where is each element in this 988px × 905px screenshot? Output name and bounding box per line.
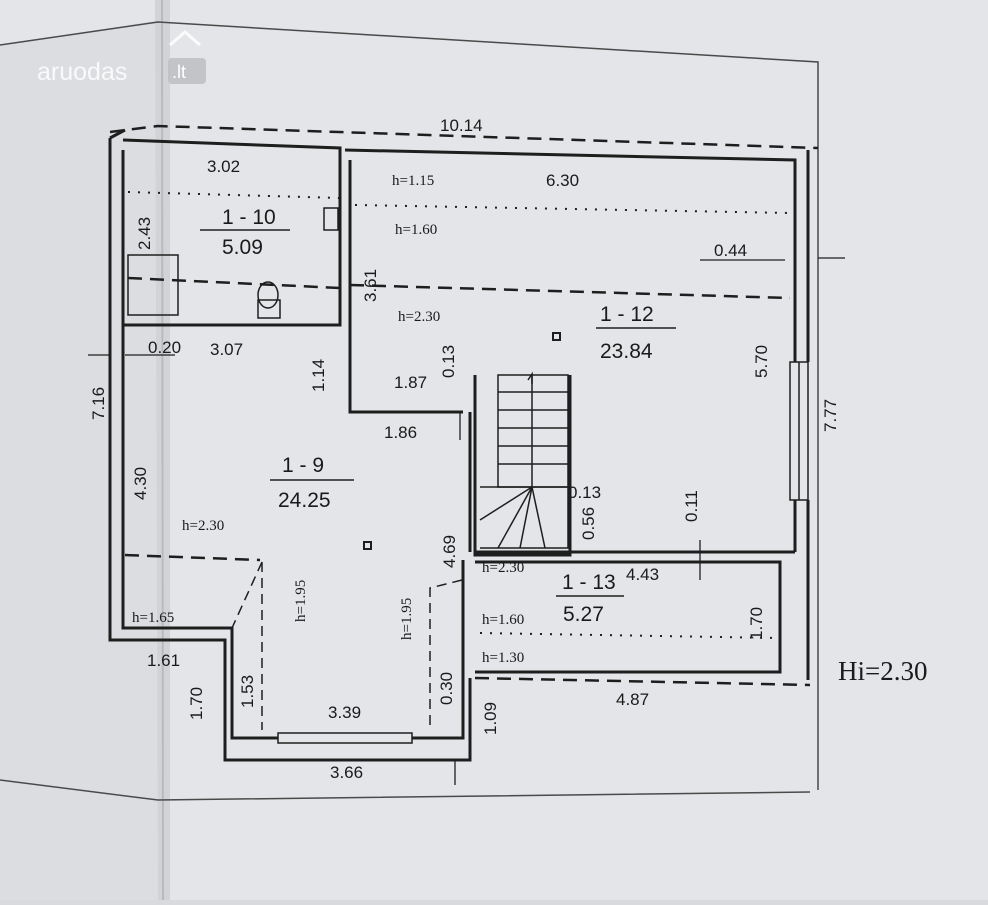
wall-outer-left [108,138,472,762]
dotted-room13-160 [479,632,781,639]
wall-room13 [475,560,782,674]
dim-030: 0.30 [437,672,456,705]
dim-153: 1.53 [238,675,257,708]
ceiling-height: Hi=2.30 [838,656,927,686]
wall-inner-left [121,150,465,740]
dashed-room12-230 [349,283,791,300]
fixtures [127,207,561,550]
toilet [257,281,279,309]
dim-307: 3.07 [210,340,243,359]
dim-013b: 0.13 [568,483,601,502]
dashed-top-outer [109,124,819,150]
windows [277,361,809,744]
height-160a: h=1.60 [395,222,437,238]
height-230c: h=2.30 [482,560,524,576]
dim-056: 0.56 [579,507,598,540]
height-230b: h=2.30 [182,518,224,534]
sink [323,207,339,231]
dim-630: 6.30 [546,171,579,190]
overall-height-right: 7.77 [821,399,840,432]
dim-339: 3.39 [328,703,361,722]
dotted-lines [127,191,791,639]
dashed-room9-165 [124,553,261,562]
watermark-brand: aruodas [37,58,127,86]
dashed-room10-230 [127,276,341,290]
wall-room10-top [122,138,342,327]
room-1-9-area: 24.25 [278,489,331,512]
dashed-lines [109,124,819,687]
shower [127,254,179,316]
room-1-10-area: 5.09 [222,236,263,259]
dim-170b: 1.70 [187,687,206,720]
height-230a: h=2.30 [398,309,440,325]
border-line-bottom [0,779,811,801]
wall-room12-top [344,148,797,362]
border-line-top [0,21,819,790]
room-1-12-id: 1 - 12 [600,303,654,326]
marker-room9 [363,541,372,550]
watermark-logo: aruodas .lt [37,30,206,86]
overall-height-left: 7.16 [89,387,108,420]
paper-left-panel [0,20,160,900]
dim-011: 0.11 [682,490,701,522]
dim-170a: 1.70 [747,607,766,640]
dim-570: 5.70 [752,345,771,378]
dashed-bottom [474,676,811,687]
marker-room12 [552,332,561,341]
fold-line [161,0,164,901]
wall-stair-left [473,375,572,557]
room-1-13-id: 1 - 13 [562,571,616,594]
dim-187: 1.87 [394,373,427,392]
overall-width: 10.14 [440,116,483,135]
room-1-10-id: 1 - 10 [222,206,276,229]
dim-044: 0.44 [714,241,747,260]
dim-469: 4.69 [440,535,459,568]
wall-room12-left [348,160,463,414]
dim-487: 4.87 [616,690,649,709]
walls [108,128,810,762]
height-195a: h=1.95 [293,580,309,622]
dim-243: 2.43 [135,217,154,250]
dim-114: 1.14 [309,359,328,392]
height-115: h=1.15 [392,173,434,189]
height-165: h=1.65 [132,610,174,626]
dim-366: 3.66 [330,763,363,782]
staircase [479,371,569,549]
height-160b: h=1.60 [482,612,524,628]
dim-302: 3.02 [207,157,240,176]
dim-109: 1.09 [481,702,500,735]
dim-186: 1.86 [384,423,417,442]
height-195b: h=1.95 [399,598,415,640]
dimension-arrows [88,257,845,785]
dim-430: 4.30 [131,467,150,500]
slope-lines [231,561,463,730]
height-130: h=1.30 [482,650,524,666]
watermark-tld: .lt [172,62,186,82]
room-1-12-area: 23.84 [600,340,653,363]
room-1-9-id: 1 - 9 [282,454,324,477]
dim-013a: 0.13 [439,345,458,378]
dim-443: 4.43 [626,565,659,584]
dim-020: 0.20 [148,338,181,357]
dim-361: 3.61 [361,269,380,302]
room-1-13-area: 5.27 [563,603,604,626]
dim-161: 1.61 [147,651,180,670]
